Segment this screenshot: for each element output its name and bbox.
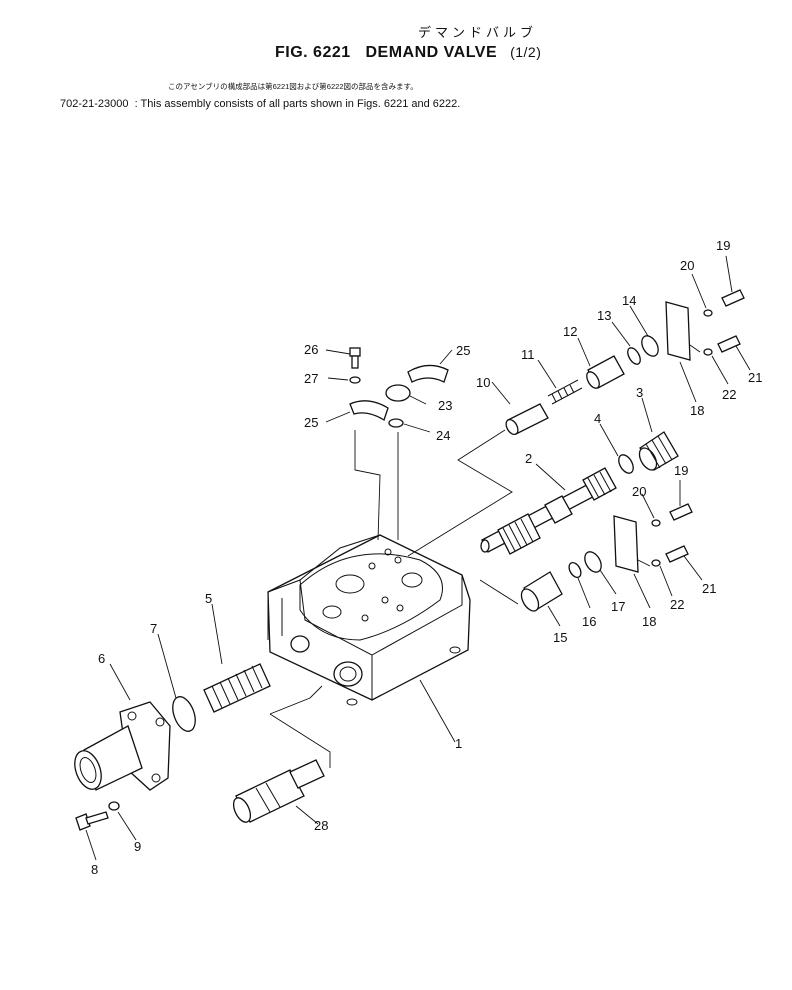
o-ring-part-24 bbox=[388, 418, 404, 428]
o-ring-part-4 bbox=[618, 454, 634, 474]
bolt-part-19-lower bbox=[669, 503, 693, 521]
valve-body-part-1 bbox=[267, 534, 471, 706]
callout-22-upper: 22 bbox=[722, 387, 736, 402]
valve-part-28 bbox=[232, 759, 325, 823]
callout-19-upper: 19 bbox=[716, 238, 730, 253]
page-indicator: (1/2) bbox=[510, 44, 542, 60]
bolt-part-26 bbox=[349, 347, 361, 369]
figure-number: FIG. 6221 bbox=[275, 44, 351, 61]
callout-25-lower: 25 bbox=[304, 415, 318, 430]
callout-27: 27 bbox=[304, 371, 318, 386]
clamp-part-25-upper bbox=[407, 364, 449, 383]
callout-18-upper: 18 bbox=[690, 403, 704, 418]
callout-17: 17 bbox=[611, 599, 625, 614]
bracket-part-18-lower bbox=[613, 515, 639, 573]
callout-8: 8 bbox=[91, 862, 98, 877]
callout-numbers: 1 2 3 4 5 6 7 8 9 10 11 12 13 14 15 16 1… bbox=[91, 238, 762, 877]
washer-part-27 bbox=[349, 376, 361, 384]
callout-11: 11 bbox=[521, 347, 535, 362]
callout-9: 9 bbox=[134, 839, 141, 854]
callout-25-upper: 25 bbox=[456, 343, 470, 358]
callout-leaders bbox=[85, 255, 751, 861]
callout-23: 23 bbox=[438, 398, 452, 413]
sleeve-part-15 bbox=[520, 571, 563, 612]
callout-4: 4 bbox=[594, 411, 601, 426]
callout-12: 12 bbox=[563, 324, 577, 339]
callout-21-upper: 21 bbox=[748, 370, 762, 385]
plate-part-23 bbox=[385, 384, 411, 402]
o-ring-part-13 bbox=[627, 347, 641, 365]
callout-3: 3 bbox=[636, 385, 643, 400]
washer-part-22-upper bbox=[703, 348, 713, 356]
bolt-part-21-upper bbox=[717, 335, 741, 353]
bolt-part-21-lower bbox=[665, 545, 689, 563]
callout-7: 7 bbox=[150, 621, 157, 636]
callout-21-lower: 21 bbox=[702, 581, 716, 596]
callout-2: 2 bbox=[525, 451, 532, 466]
bracket-part-18-upper bbox=[665, 301, 691, 361]
japanese-title: デマンドバルブ bbox=[418, 25, 538, 40]
bolt-part-8 bbox=[75, 811, 109, 831]
sleeve-part-12 bbox=[586, 355, 625, 389]
washer-part-20-upper bbox=[703, 309, 713, 317]
callout-24: 24 bbox=[436, 428, 450, 443]
backup-ring-part-14 bbox=[641, 335, 659, 357]
washer-part-22-lower bbox=[651, 559, 661, 567]
washer-part-9 bbox=[108, 801, 120, 811]
callout-20-lower: 20 bbox=[632, 484, 646, 499]
cover-part-6 bbox=[74, 701, 171, 791]
clamp-part-25-lower bbox=[349, 400, 389, 421]
o-ring-part-16 bbox=[568, 561, 582, 579]
assembly-note: 702-21-23000 : This assembly consists of… bbox=[60, 98, 460, 110]
spring-part-11 bbox=[547, 379, 583, 405]
assembly-description: : This assembly consists of all parts sh… bbox=[134, 98, 461, 110]
figure-name: DEMAND VALVE bbox=[365, 44, 498, 61]
callout-6: 6 bbox=[98, 651, 105, 666]
bolt-part-19-upper bbox=[721, 289, 745, 307]
callout-1: 1 bbox=[455, 736, 462, 751]
callout-22-lower: 22 bbox=[670, 597, 684, 612]
backup-ring-part-17 bbox=[584, 551, 602, 573]
washer-part-20-lower bbox=[651, 519, 661, 527]
callout-13: 13 bbox=[597, 308, 611, 323]
japanese-assembly-note: このアセンブリの構成部品は第6221図および第6222図の部品を含みます。 bbox=[168, 82, 418, 91]
callout-15: 15 bbox=[553, 630, 567, 645]
o-ring-part-7 bbox=[172, 696, 196, 732]
callout-10: 10 bbox=[476, 375, 490, 390]
callout-19-lower: 19 bbox=[674, 463, 688, 478]
assembly-lines bbox=[269, 344, 701, 768]
callout-16: 16 bbox=[582, 614, 596, 629]
callout-18-lower: 18 bbox=[642, 614, 656, 629]
assembly-number: 702-21-23000 bbox=[60, 98, 129, 110]
callout-14: 14 bbox=[622, 293, 636, 308]
callout-20-upper: 20 bbox=[680, 258, 694, 273]
callout-28: 28 bbox=[314, 818, 328, 833]
figure-title: FIG. 6221 DEMAND VALVE (1/2) bbox=[275, 44, 541, 62]
callout-5: 5 bbox=[205, 591, 212, 606]
piston-part-10 bbox=[505, 403, 549, 436]
spool-part-2 bbox=[480, 467, 617, 555]
callout-26: 26 bbox=[304, 342, 318, 357]
plug-part-3 bbox=[638, 431, 679, 471]
spring-part-5 bbox=[203, 663, 271, 713]
